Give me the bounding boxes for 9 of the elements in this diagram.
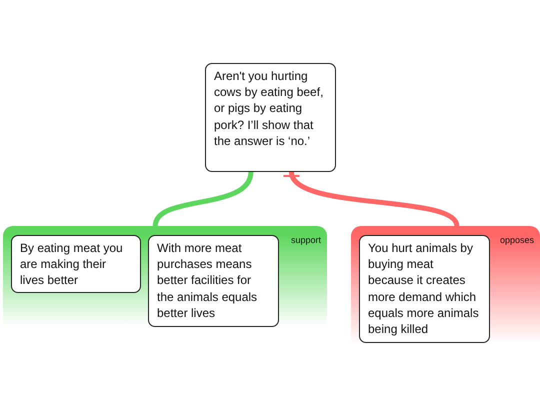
group-label: opposes [500,235,534,245]
reason-box: By eating meat you are making their lives better [11,235,141,293]
reason-box: With more meat purchases means better facilities for the animals equals better lives [148,235,279,327]
reason-box: You hurt animals by buying meat because it creates more demand which equals more animals being killed [359,235,490,343]
group-label: support [290,235,321,245]
group-panel [351,226,540,344]
claim-box: Aren't you hurting cows by eating beef, or pigs by eating pork? I’ll show that the answer is ‘no.’ [205,63,336,172]
connector [284,171,460,228]
group-panel [3,226,327,327]
